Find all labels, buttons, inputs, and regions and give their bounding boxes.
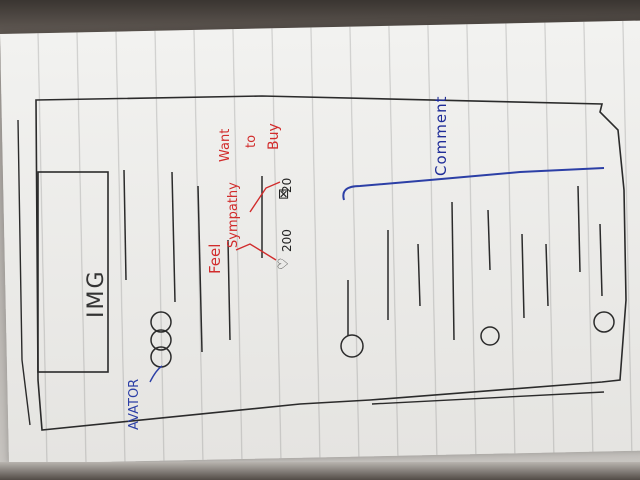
comment-line-5 bbox=[487, 209, 491, 271]
bottom-shadow bbox=[0, 462, 640, 480]
comment-line-9 bbox=[599, 223, 603, 297]
buy-count: 20 bbox=[280, 177, 294, 193]
to-label: to bbox=[244, 134, 259, 148]
post-text-line-3 bbox=[197, 185, 203, 353]
comment-line-7 bbox=[545, 243, 549, 307]
frame-left-edge bbox=[17, 119, 31, 426]
comment-line-6 bbox=[521, 233, 525, 319]
avatar-circle-1 bbox=[150, 311, 172, 333]
comment-avatar-1 bbox=[340, 334, 364, 358]
avatar-circle-2 bbox=[150, 329, 172, 351]
frame-bottom-line bbox=[371, 391, 605, 405]
comment-line-8 bbox=[577, 185, 581, 273]
avatar-label: AVATOR bbox=[127, 378, 142, 430]
heart-count: 200 bbox=[280, 229, 294, 252]
heart-icon[interactable]: ♡ bbox=[276, 257, 292, 270]
comment-avatar-3 bbox=[593, 311, 615, 333]
feel-label: Feel bbox=[206, 243, 224, 274]
comment-line-4 bbox=[451, 201, 455, 341]
comment-line-3 bbox=[417, 243, 421, 307]
want-label: Want bbox=[218, 128, 233, 162]
sympathy-label: Sympathy bbox=[226, 182, 241, 248]
comment-avatar-2 bbox=[480, 326, 500, 346]
avatar-pointer bbox=[149, 365, 163, 383]
post-text-line-2 bbox=[171, 171, 176, 303]
buy-arrow bbox=[249, 181, 281, 213]
comment-divider bbox=[342, 167, 605, 201]
image-placeholder-box bbox=[37, 171, 109, 373]
outer-frame bbox=[35, 95, 627, 431]
post-text-line-4 bbox=[227, 239, 231, 341]
post-text-line-1 bbox=[123, 169, 127, 281]
comment-label: Comment bbox=[432, 95, 450, 177]
buy-label: Buy bbox=[266, 123, 282, 150]
image-label: IMG bbox=[84, 269, 109, 318]
sympathy-arrow bbox=[235, 243, 277, 261]
